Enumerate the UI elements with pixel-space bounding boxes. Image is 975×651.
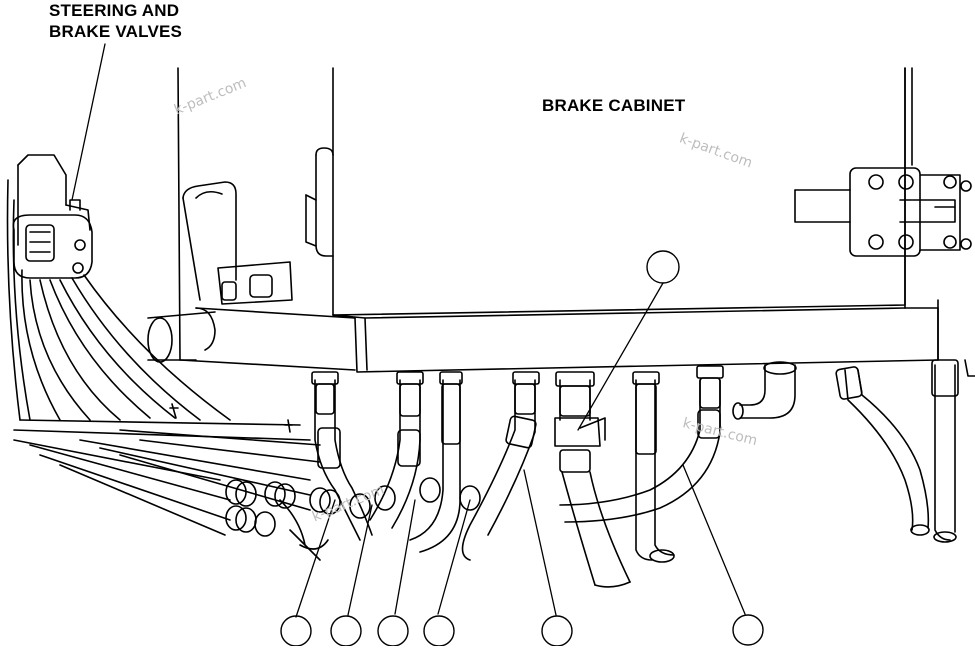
- steering-brake-valves-label: STEERING AND BRAKE VALVES: [49, 0, 182, 42]
- callout-circles: [280, 250, 764, 647]
- hose-bundle-left: [6, 179, 321, 536]
- steering-brake-valves: [12, 154, 93, 279]
- leader-lines: [71, 43, 746, 618]
- bracket-lever: [147, 181, 293, 363]
- bundle-fittings: [225, 477, 481, 537]
- steering-label-line1: STEERING AND: [49, 1, 180, 20]
- callout-circle[interactable]: [646, 250, 680, 284]
- brake-cabinet-label: BRAKE CABINET: [542, 96, 686, 115]
- right-clamp: [794, 167, 972, 257]
- cabinet-hoses: [279, 359, 975, 588]
- callout-circle[interactable]: [330, 615, 362, 647]
- callout-circle[interactable]: [377, 615, 409, 647]
- callout-circle[interactable]: [541, 615, 573, 647]
- cabinet-hinge: [305, 147, 334, 257]
- callout-circle[interactable]: [732, 614, 764, 646]
- steering-label-line2: BRAKE VALVES: [49, 22, 183, 41]
- frame-panel: [177, 67, 356, 371]
- callout-circle[interactable]: [280, 615, 312, 647]
- callout-circle[interactable]: [423, 615, 455, 647]
